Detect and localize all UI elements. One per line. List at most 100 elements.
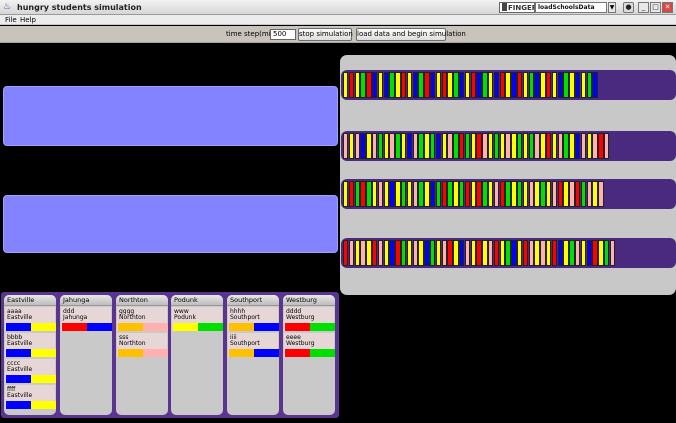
queue-student — [372, 133, 378, 159]
preference-bar — [6, 401, 56, 409]
preference-segment — [310, 323, 335, 331]
queue-student — [435, 133, 442, 159]
preference-bar — [6, 375, 56, 383]
student-school: Westburg — [286, 340, 315, 347]
queue-student — [412, 181, 418, 207]
queue-student — [522, 72, 529, 98]
menu-file[interactable]: File — [5, 16, 17, 24]
student-school: Jahunga — [63, 314, 88, 321]
queue-student — [435, 72, 442, 98]
queue-student — [517, 72, 523, 98]
load-data-button[interactable]: load data and begin simulation — [356, 28, 466, 41]
preference-segment — [31, 349, 56, 357]
queue-student — [563, 72, 569, 98]
queue-student — [395, 133, 401, 159]
queue-student — [453, 133, 459, 159]
queue-student — [482, 240, 488, 266]
queue-student — [488, 133, 494, 159]
queue-student — [395, 181, 401, 207]
queue-student — [511, 133, 517, 159]
student-school: Eastville — [7, 340, 33, 347]
dropdown-arrow-icon[interactable]: ▼ — [608, 2, 616, 13]
queue-student — [528, 181, 534, 207]
queue-student — [493, 133, 500, 159]
queue-student — [430, 240, 436, 266]
preference-segment — [6, 375, 31, 383]
queue-student — [569, 72, 575, 98]
queue-student — [360, 181, 366, 207]
queue-student — [592, 133, 598, 159]
queue-student — [464, 133, 471, 159]
queue-student — [482, 72, 488, 98]
preference-segment — [173, 323, 198, 331]
queue-student — [511, 72, 517, 98]
school-name: Westburg — [283, 295, 335, 306]
preference-bar — [6, 323, 56, 331]
queue-student — [406, 133, 413, 159]
queue-student — [522, 240, 529, 266]
queue-student — [395, 240, 401, 266]
queue-student — [488, 240, 494, 266]
queue-student — [517, 133, 523, 159]
queue-student — [534, 72, 540, 98]
student-name: bbbb — [7, 334, 23, 341]
preference-segment — [62, 323, 87, 331]
student-name: cccc — [7, 360, 21, 367]
queue-student — [511, 181, 517, 207]
queue-student — [528, 72, 534, 98]
search-input[interactable]: loadSchoolsData — [535, 2, 607, 13]
queue-student — [580, 240, 587, 266]
queue-student — [354, 181, 360, 207]
queue-1 — [341, 70, 676, 100]
student-name: ffff — [7, 386, 16, 393]
queue-student — [592, 72, 598, 98]
queue-student — [598, 181, 604, 207]
queue-student — [343, 240, 349, 266]
queue-student — [372, 181, 378, 207]
queue-student — [418, 240, 424, 266]
minimize-button[interactable]: _ — [638, 2, 649, 13]
queue-student — [598, 240, 604, 266]
stop-simulation-button[interactable]: stop simulation — [298, 28, 353, 41]
preference-segment — [285, 349, 310, 357]
queues-area — [340, 55, 676, 295]
time-step-input[interactable]: 500 — [270, 29, 296, 40]
queue-student — [406, 72, 413, 98]
queue-student — [401, 240, 407, 266]
student-school: Eastville — [7, 392, 33, 399]
preference-segment — [6, 401, 31, 409]
preference-bar — [229, 323, 279, 331]
menu-help[interactable]: Help — [20, 16, 36, 24]
queue-student — [435, 181, 442, 207]
queue-student — [563, 133, 569, 159]
queue-student — [528, 133, 534, 159]
queue-student — [395, 72, 401, 98]
queue-student — [430, 133, 436, 159]
preference-segment — [118, 323, 143, 331]
queue-student — [453, 240, 459, 266]
preference-segment — [198, 323, 223, 331]
queue-student — [343, 181, 349, 207]
queue-student — [522, 133, 529, 159]
queue-student — [505, 181, 511, 207]
queue-student — [493, 72, 500, 98]
queue-student — [412, 133, 418, 159]
maximize-button[interactable]: □ — [650, 2, 661, 13]
student-school: Northton — [119, 314, 146, 321]
queue-student — [366, 240, 372, 266]
queue-student — [540, 72, 546, 98]
queue-student — [360, 240, 366, 266]
student-name: dddd — [286, 308, 302, 315]
preference-segment — [254, 323, 279, 331]
school-name: Southport — [227, 295, 279, 306]
student-name: www — [174, 308, 189, 315]
go-button[interactable]: ● — [623, 2, 634, 13]
queue-student — [377, 240, 384, 266]
queue-student — [557, 72, 563, 98]
close-button[interactable]: ✕ — [662, 2, 673, 13]
queue-student — [412, 72, 418, 98]
student-name: ddd — [63, 308, 75, 315]
